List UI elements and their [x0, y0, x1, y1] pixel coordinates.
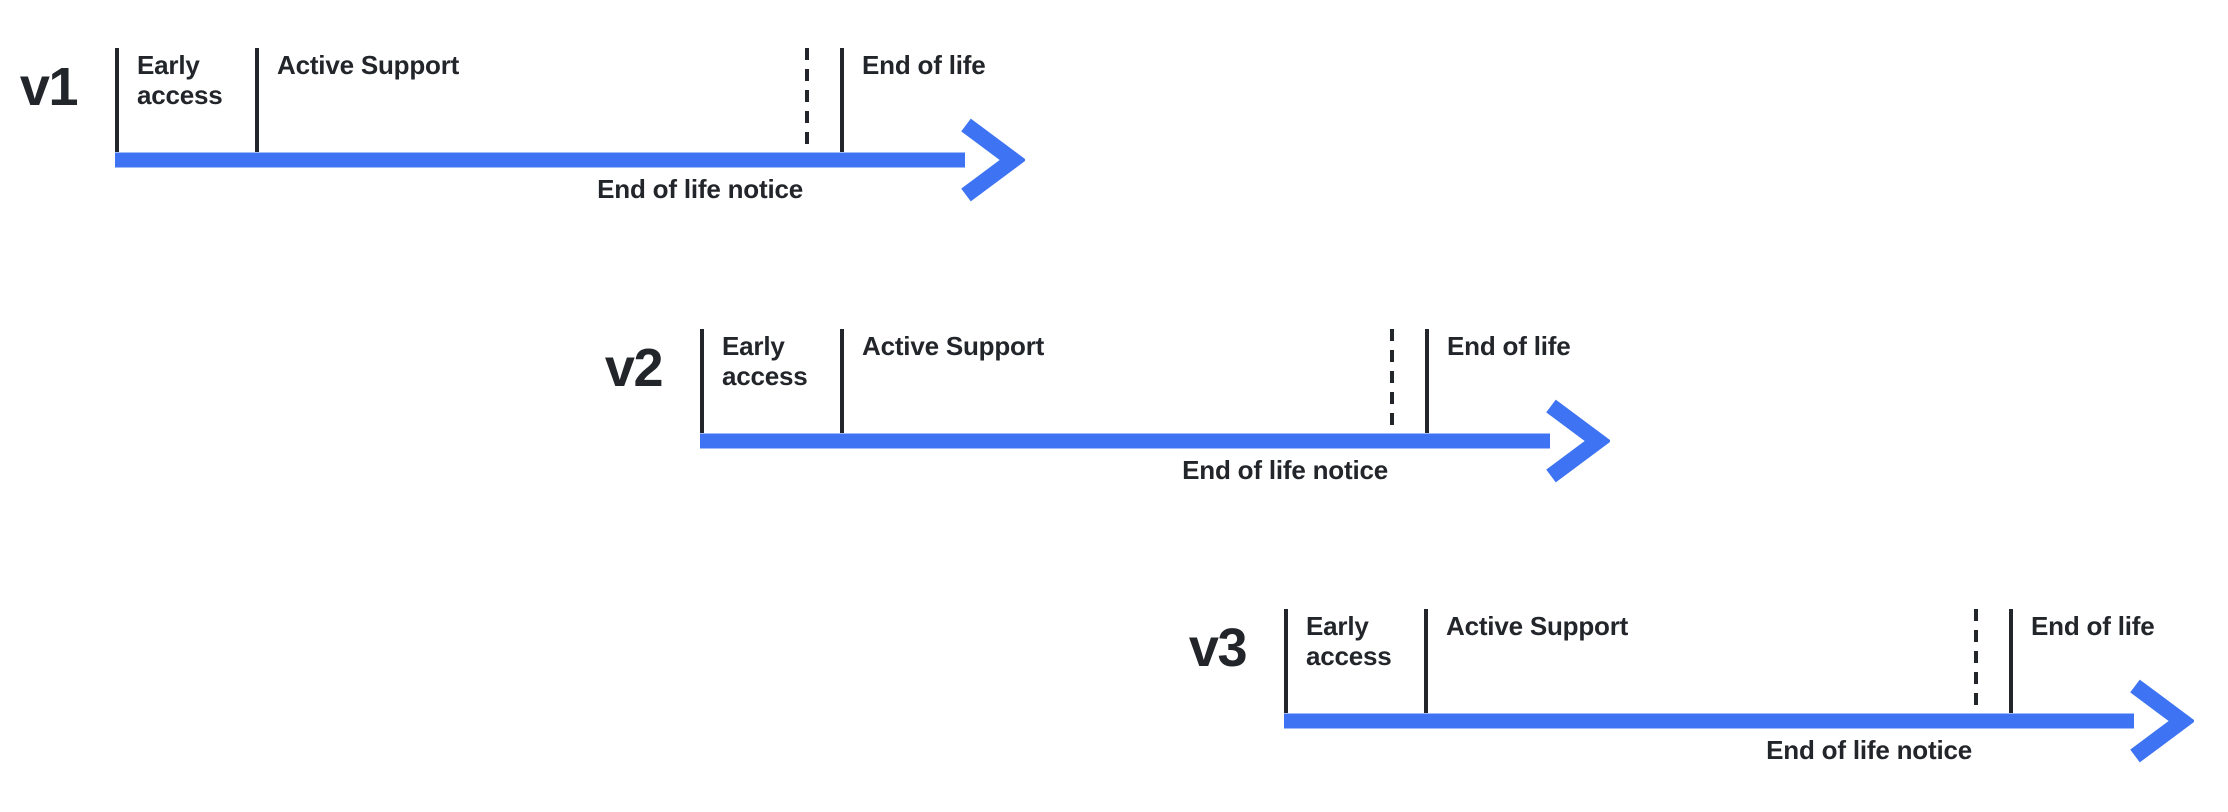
end-of-life-tick: [2009, 608, 2013, 713]
early-access-start-tick: [115, 47, 119, 152]
end-of-life-notice-label: End of life notice: [1766, 734, 1972, 765]
end-of-life-tick: [840, 47, 844, 152]
end-of-life-notice-label: End of life notice: [597, 173, 803, 204]
end-of-life-label: End of life: [1447, 330, 1571, 361]
active-support-start-tick: [255, 47, 259, 152]
active-support-start-tick: [1424, 608, 1428, 713]
active-support-label: Active Support: [1446, 610, 1629, 641]
version-label: v3: [1188, 617, 1248, 678]
version-label: v2: [604, 337, 664, 398]
timeline-arrow-icon: [115, 118, 1025, 201]
end-of-life-label: End of life: [862, 49, 986, 80]
timeline-arrow-icon: [700, 399, 1610, 482]
early-access-start-tick: [700, 328, 704, 433]
eol-notice-dashed-tick: [1390, 328, 1394, 430]
early-access-label: Early access: [722, 330, 808, 391]
end-of-life-notice-label: End of life notice: [1182, 454, 1388, 485]
early-access-label: Early access: [137, 49, 223, 110]
active-support-label: Active Support: [862, 330, 1045, 361]
eol-notice-dashed-tick: [805, 47, 809, 149]
version-label: v1: [19, 56, 79, 117]
timeline-arrow-icon: [1284, 679, 2194, 762]
early-access-start-tick: [1284, 608, 1288, 713]
end-of-life-label: End of life: [2031, 610, 2155, 641]
early-access-label: Early access: [1306, 610, 1392, 671]
eol-notice-dashed-tick: [1974, 608, 1978, 710]
active-support-label: Active Support: [277, 49, 460, 80]
end-of-life-tick: [1425, 328, 1429, 433]
active-support-start-tick: [840, 328, 844, 433]
